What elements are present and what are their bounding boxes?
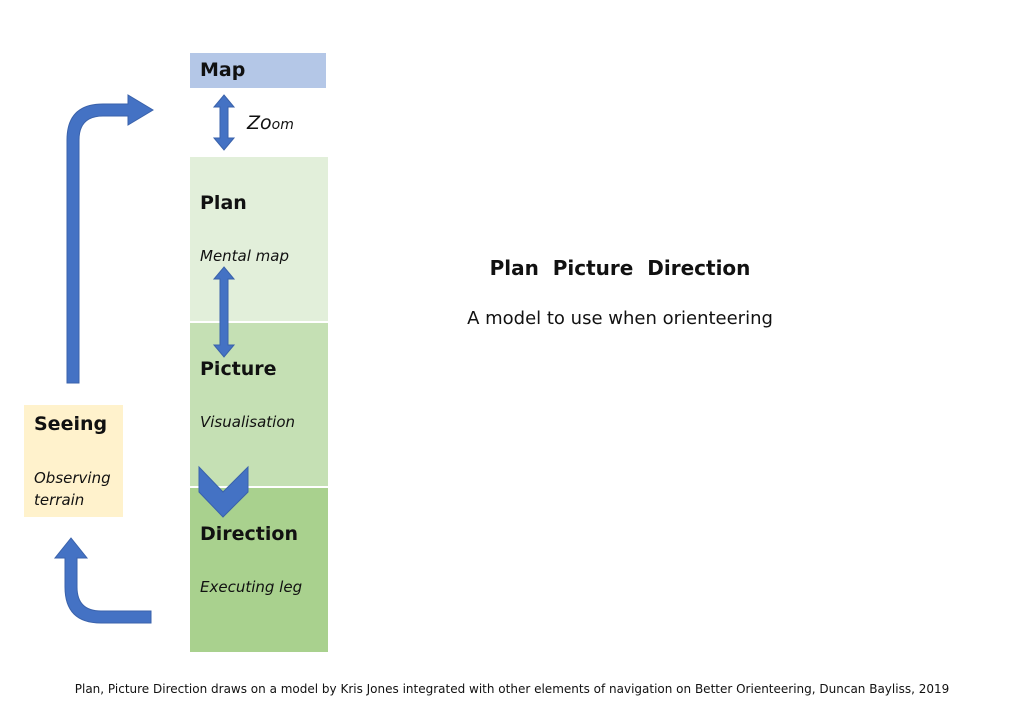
seeing-box: Seeing Observing terrain	[24, 405, 123, 517]
diagram-title: Plan Picture Direction	[489, 256, 751, 280]
direction-title: Direction	[200, 523, 298, 545]
seeing-title: Seeing	[34, 413, 108, 435]
seeing-subtitle-line2: terrain	[34, 491, 85, 509]
seeing-subtitle-line1: Observing	[34, 469, 111, 487]
seeing-subtitle: Observing terrain	[34, 467, 111, 511]
picture-box: Picture Visualisation	[190, 323, 328, 486]
plan-subtitle: Mental map	[200, 247, 290, 265]
picture-title: Picture	[200, 358, 277, 380]
bent-arrow-up-right-icon	[66, 94, 154, 384]
zoom-double-arrow-icon	[212, 94, 236, 151]
direction-subtitle: Executing leg	[200, 578, 303, 596]
zoom-label: Zoom	[247, 112, 294, 134]
plan-box: Plan Mental map	[190, 157, 328, 321]
picture-subtitle: Visualisation	[200, 413, 296, 431]
bent-arrow-left-up-icon	[53, 537, 152, 624]
plan-title: Plan	[200, 192, 247, 214]
map-box: Map	[190, 53, 326, 88]
plan-picture-double-arrow-icon	[212, 266, 236, 358]
chevron-down-icon	[198, 465, 249, 518]
zoom-label-first: Zo	[247, 112, 272, 134]
diagram-subtitle: A model to use when orienteering	[467, 308, 773, 329]
footer-credit: Plan, Picture Direction draws on a model…	[74, 682, 950, 696]
zoom-label-rest: om	[271, 117, 294, 133]
map-title: Map	[200, 59, 246, 81]
direction-box: Direction Executing leg	[190, 488, 328, 652]
